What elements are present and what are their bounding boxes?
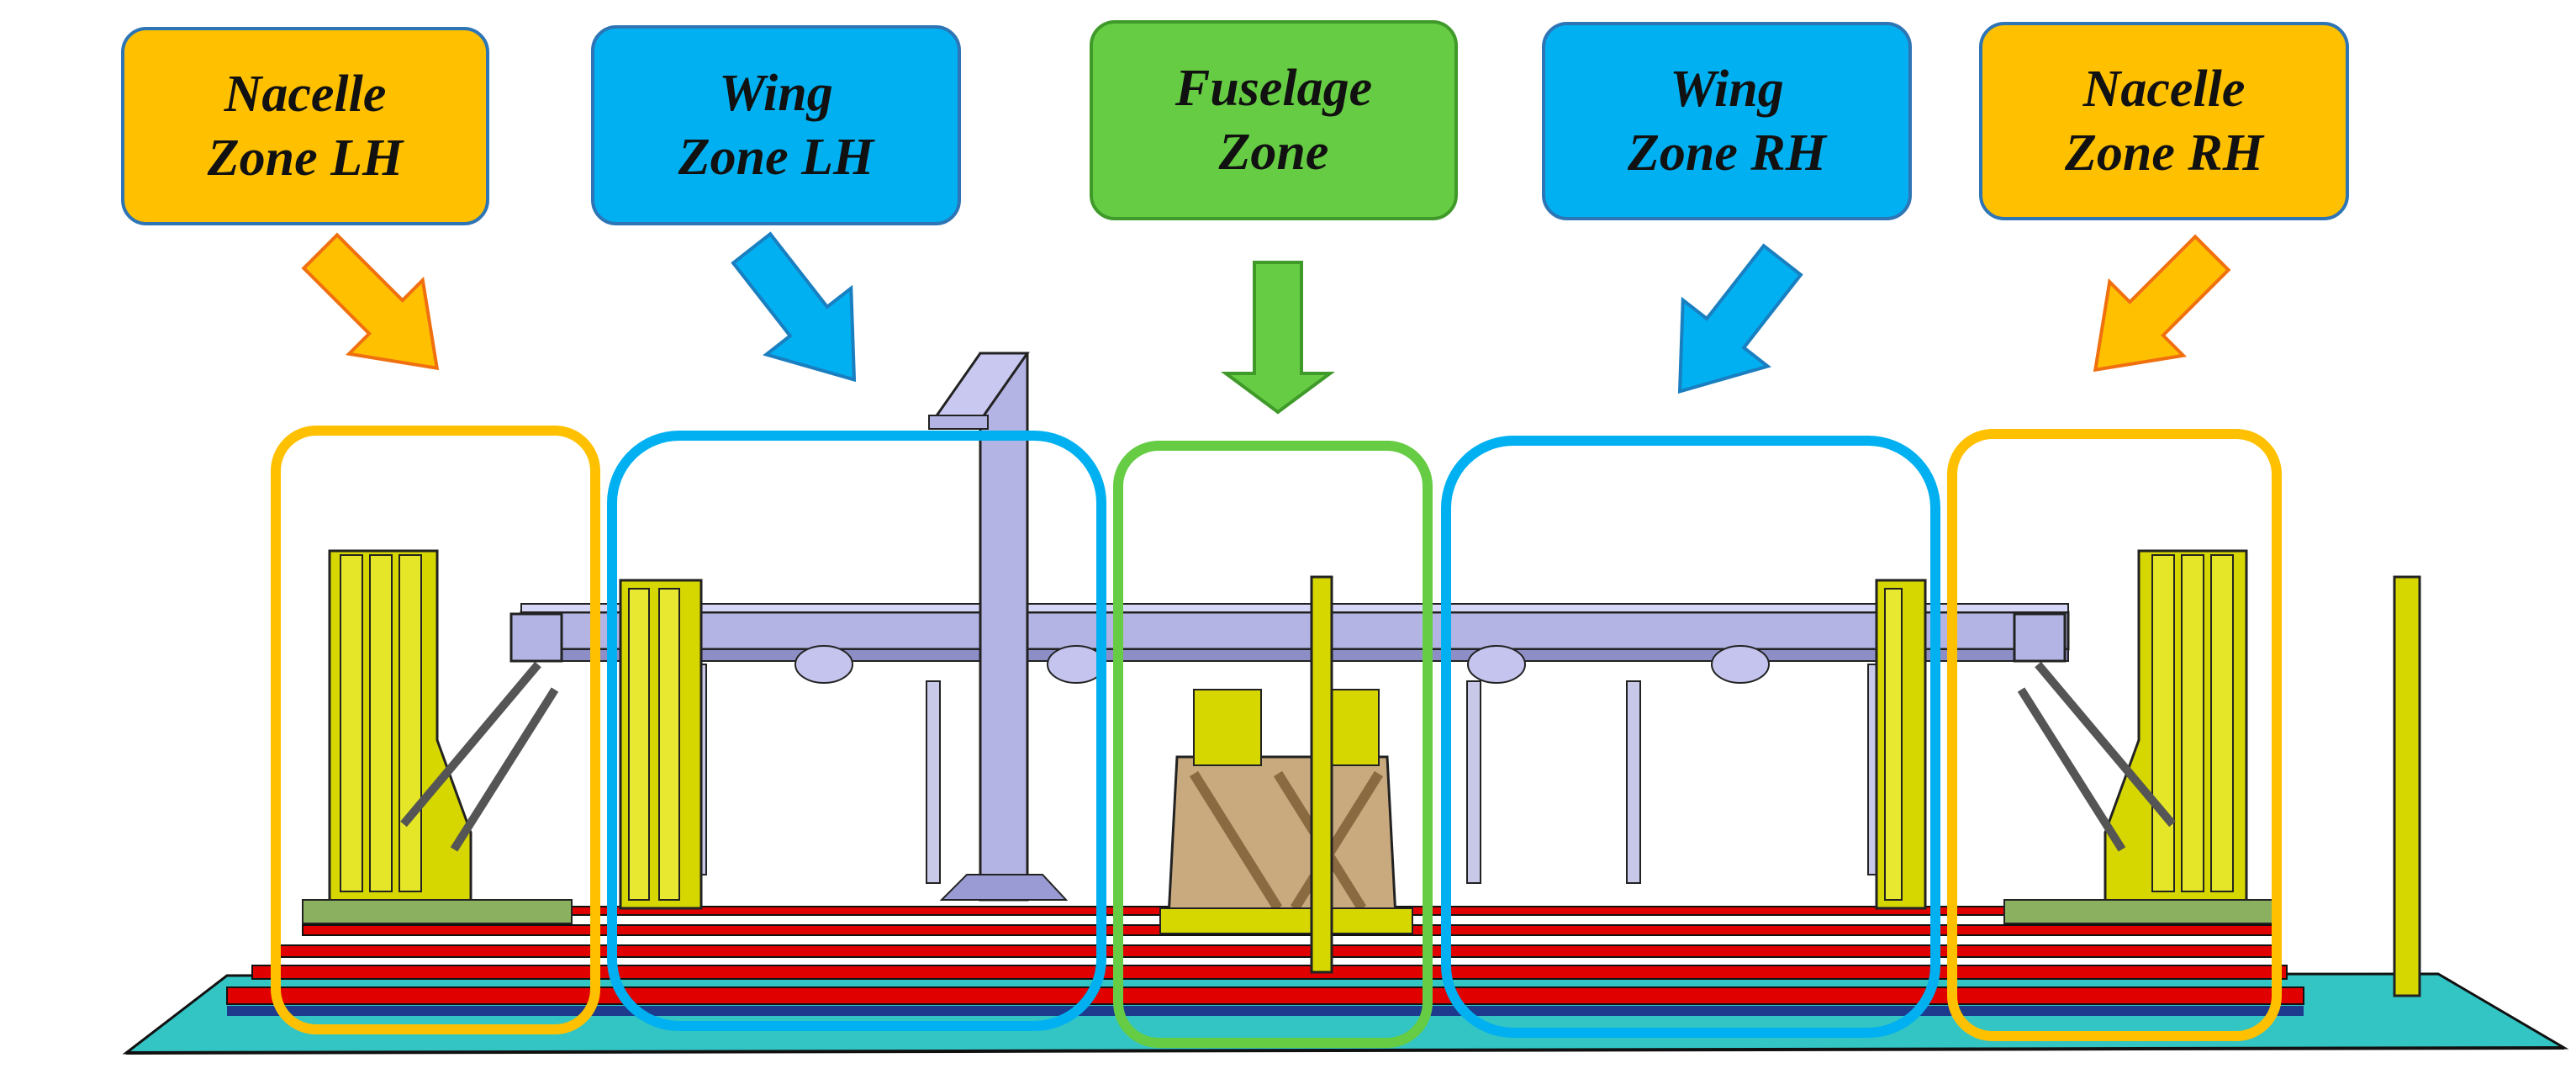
- label-line-1: Wing: [1670, 61, 1784, 118]
- fuselage-zone-outline: [1113, 441, 1433, 1048]
- down-left-arrow-icon: [2093, 234, 2231, 373]
- zone-outlines: [271, 426, 2282, 1048]
- wing-zone-rh-label: Wing Zone RH: [1542, 22, 1912, 220]
- down-right-arrow-icon: [731, 231, 857, 383]
- rail-grid: [226, 906, 2304, 1016]
- label-line-2: Zone: [1218, 124, 1329, 181]
- down-arrow-icon: [1220, 261, 1336, 415]
- label-line-1: Nacelle: [2082, 61, 2246, 118]
- label-line-1: Nacelle: [224, 66, 387, 123]
- down-left-arrow-icon: [1677, 243, 1803, 394]
- wing-zone-lh-outline: [607, 431, 1106, 1031]
- label-line-2: Zone LH: [678, 129, 874, 186]
- wing-column-rh: [1875, 579, 1927, 910]
- wing-zone-rh-outline: [1441, 436, 1940, 1038]
- label-line-2: Zone RH: [1628, 124, 1826, 182]
- label-line-1: Wing: [719, 65, 833, 122]
- nacelle-zone-rh-label: Nacelle Zone RH: [1979, 22, 2349, 220]
- down-right-arrow-icon: [301, 232, 440, 371]
- fuselage-jig: [1159, 575, 1413, 974]
- standing-post: [2393, 575, 2421, 997]
- fuselage-zone-label: Fuselage Zone: [1090, 20, 1458, 220]
- nacelle-zone-rh-outline: [1947, 429, 2282, 1041]
- main-beam: [520, 603, 2070, 684]
- nacelle-zone-lh-label: Nacelle Zone LH: [121, 27, 489, 225]
- nacelle-tower-rh: [2003, 549, 2274, 924]
- label-line-2: Zone LH: [207, 130, 404, 187]
- nacelle-tower-lh: [302, 549, 573, 924]
- wing-zone-lh-label: Wing Zone LH: [591, 25, 961, 225]
- label-line-2: Zone RH: [2065, 124, 2263, 182]
- nacelle-zone-lh-outline: [271, 426, 600, 1034]
- wing-column-lh: [619, 579, 703, 910]
- crane-tower: [928, 352, 1069, 902]
- label-line-1: Fuselage: [1175, 60, 1373, 117]
